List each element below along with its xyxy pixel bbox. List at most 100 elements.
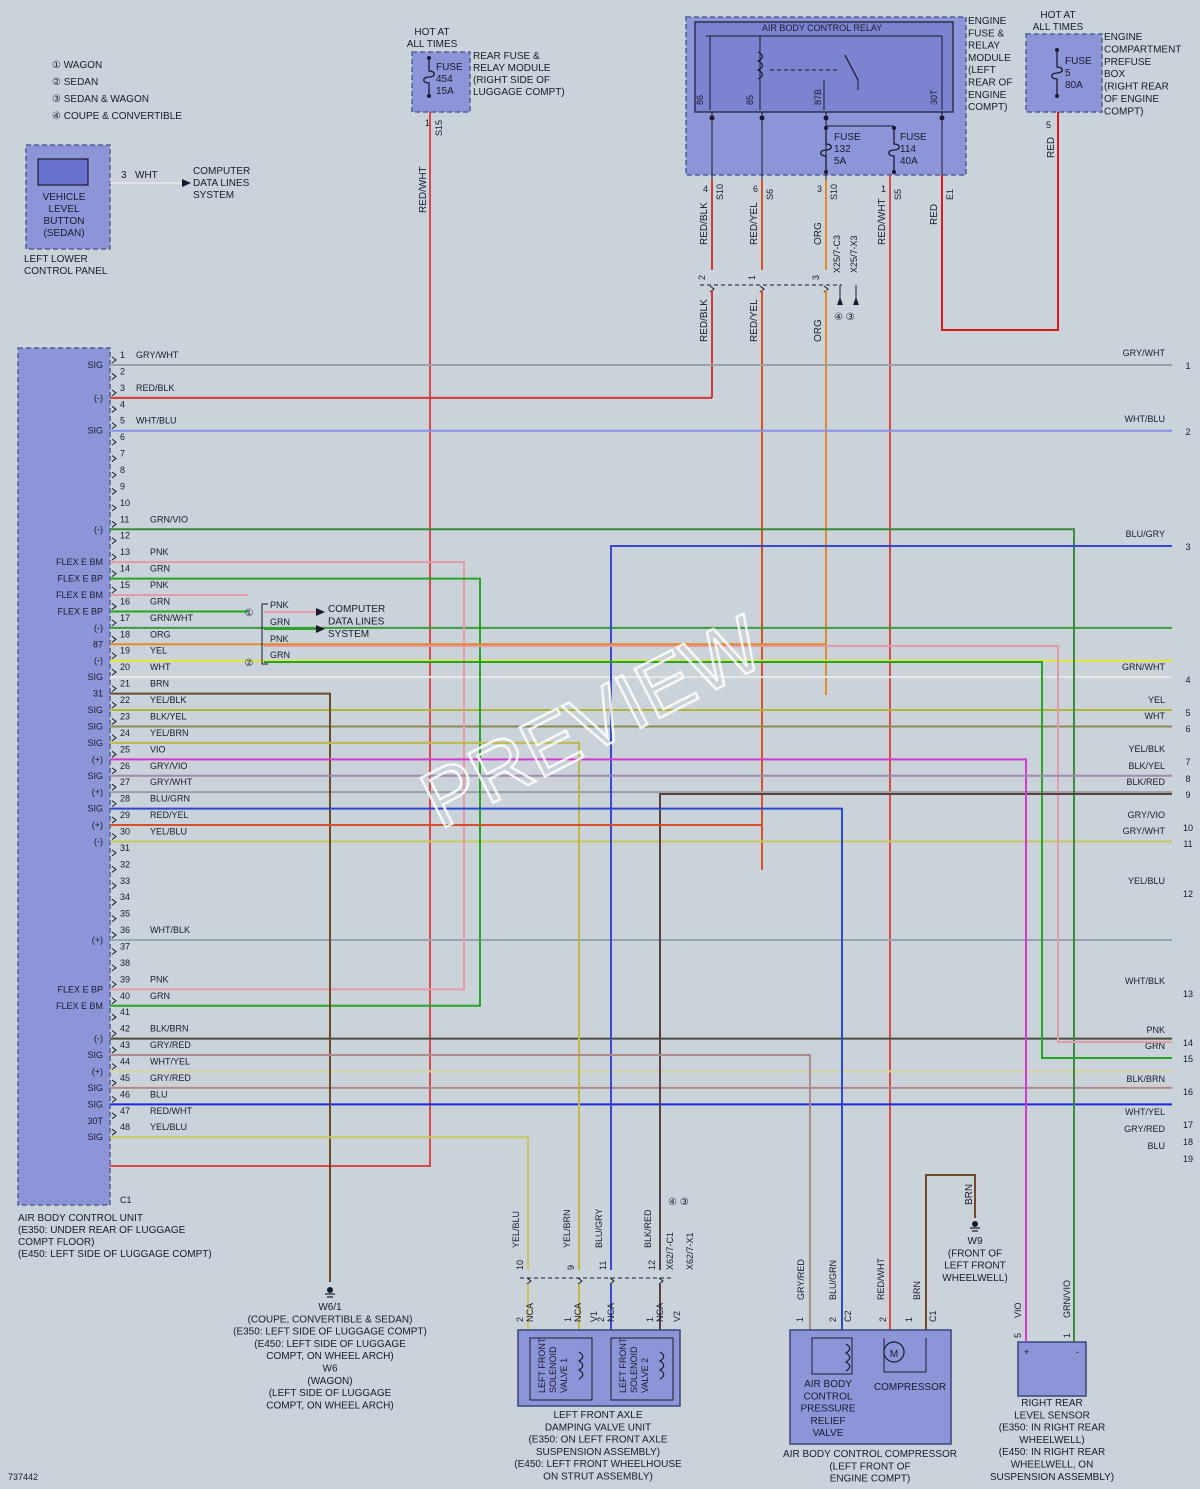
arrow-up-icon — [853, 297, 859, 305]
pin-number: 1 — [645, 1317, 655, 1322]
ecu-signal-label: SIG — [87, 804, 103, 814]
wire-blk-red — [659, 793, 1172, 1270]
pin-number: C1 — [928, 1310, 938, 1322]
connector-chevron-icon — [111, 668, 117, 676]
connector-chevron-icon — [111, 865, 117, 873]
ecu-pin-number: 34 — [120, 892, 130, 902]
pin-number: 10 — [515, 1260, 525, 1270]
legend-item: ③ SEDAN & WAGON — [52, 94, 149, 105]
ecu-pin-number: 33 — [120, 876, 130, 886]
pin-number: 5 — [1013, 1333, 1023, 1338]
wire-color-label: YEL/BRN — [562, 1209, 572, 1248]
right-ref-number: 17 — [1183, 1120, 1193, 1130]
ecu-pin-number: 35 — [120, 909, 130, 919]
ecu-pin-number: 42 — [120, 1024, 130, 1034]
right-ref-number: 3 — [1185, 542, 1190, 552]
ecu-pin-number: 15 — [120, 580, 130, 590]
connector-chevron-icon — [111, 537, 117, 545]
ecu-wire-label: WHT — [150, 662, 171, 672]
pin-number: 9 — [566, 1265, 576, 1270]
connector-chevron-icon — [111, 898, 117, 906]
ecu-wire-label: GRY/WHT — [136, 350, 179, 360]
ecu-pin-number: 19 — [120, 646, 130, 656]
right-ref-wire-label: BLK/BRN — [1126, 1074, 1165, 1084]
wire-grn — [110, 577, 481, 1007]
compressor-label: COMPRESSOR — [874, 1382, 946, 1393]
ground-w9-icon — [972, 1221, 978, 1227]
connector-chevron-icon — [111, 405, 117, 413]
ecu-wire-label: VIO — [150, 744, 166, 754]
wire-color-label: BLK/RED — [643, 1209, 653, 1248]
wire-red-wht — [110, 112, 431, 1167]
connector-chevron-icon — [111, 931, 117, 939]
connector-chevron-icon — [111, 603, 117, 610]
connector-chevron-icon — [111, 373, 117, 380]
relay-pin-label: 86 — [695, 95, 705, 105]
right-ref-number: 9 — [1185, 790, 1190, 800]
connector-label: X25/7-C3 — [832, 235, 842, 273]
ecu-pin-number: 2 — [120, 366, 125, 376]
right-ref-wire-label: BLK/RED — [1126, 777, 1165, 787]
ecu-pin-number: 9 — [120, 481, 125, 491]
data-line-wire-label: GRN — [270, 617, 290, 627]
right-ref-number: 19 — [1183, 1154, 1193, 1164]
ecu-pin-number: 27 — [120, 777, 130, 787]
connector-chevron-icon — [111, 816, 117, 824]
right-ref-number: 10 — [1183, 823, 1193, 833]
right-ref-number: 1 — [1185, 361, 1190, 371]
pin-number: 4 — [703, 184, 708, 194]
connector-chevron-icon — [111, 652, 117, 660]
right-ref-wire-label: YEL/BLK — [1128, 744, 1165, 754]
ecu-pin-number: 47 — [120, 1106, 130, 1116]
ecu-signal-label: SIG — [87, 705, 103, 715]
wire-blu-gry — [610, 545, 1172, 1270]
terminal-dot — [709, 115, 715, 121]
arrow-right-icon — [316, 608, 325, 616]
ecu-pin-number: 6 — [120, 432, 125, 442]
wire-color-label: RED/YEL — [749, 202, 760, 245]
right-ref-number: 14 — [1183, 1038, 1193, 1048]
ecu-signal-label: SIG — [87, 1099, 103, 1109]
connector-chevron-icon — [658, 1277, 664, 1285]
variant-mark: ② — [245, 658, 254, 669]
variant-marks: ④ ③ — [834, 312, 855, 323]
pin-number: 6 — [753, 184, 758, 194]
ecu-signal-label: (-) — [94, 836, 103, 846]
wire-grn-vio — [110, 528, 1075, 1330]
connector-chevron-icon — [111, 1128, 117, 1136]
connector-chevron-icon — [111, 422, 117, 430]
ecu-pin-number: 44 — [120, 1056, 130, 1066]
connector-label: V1 — [589, 1311, 599, 1322]
wire-color-label: ORG — [813, 319, 824, 342]
right-ref-wire-label: GRN — [1145, 1041, 1165, 1051]
ground-w6-label: W6/1(COUPE, CONVERTIBLE & SEDAN)(E350: L… — [233, 1302, 427, 1411]
ecu-signal-label: (-) — [94, 393, 103, 403]
pin-number: C2 — [843, 1310, 853, 1322]
ecu-wire-label: WHT/YEL — [150, 1056, 190, 1066]
ecu-pin-number: 31 — [120, 843, 130, 853]
connector-label: S15 — [434, 120, 444, 136]
connector-chevron-icon — [111, 504, 117, 512]
fuse-5-icon — [1051, 50, 1063, 96]
ecu-connector-label: C1 — [120, 1195, 132, 1205]
terminal-dot — [759, 115, 765, 121]
ecu-wire-label: YEL/BLU — [150, 1122, 187, 1132]
ecu-signal-label: SIG — [87, 672, 103, 682]
ecu-signal-label: SIG — [87, 721, 103, 731]
ecu-signal-label: (+) — [92, 787, 103, 797]
ecu-pin-number: 13 — [120, 547, 130, 557]
ecu-pin-number: 18 — [120, 629, 130, 639]
pin-number: 1 — [1062, 1333, 1072, 1338]
connector-chevron-icon — [111, 389, 117, 397]
ecu-signal-label: FLEX E BM — [56, 590, 103, 600]
fuse-114-icon — [888, 128, 900, 172]
vehicle-level-button-icon — [37, 158, 89, 186]
wire-pnk — [264, 645, 1172, 1043]
damping-valve-unit-box — [517, 1329, 681, 1407]
